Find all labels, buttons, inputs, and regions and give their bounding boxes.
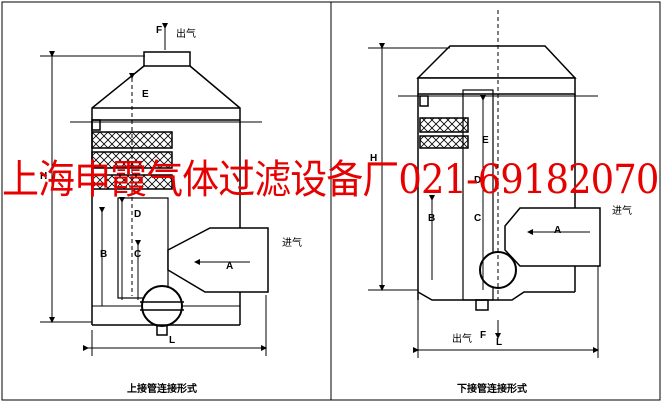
left-inlet-label: 进气	[282, 238, 302, 249]
left-letter-h: H	[40, 171, 48, 182]
left-letter-b: B	[100, 249, 108, 260]
left-caption: 上接管连接形式	[127, 384, 197, 395]
left-letter-l: L	[169, 335, 176, 346]
right-inlet-label: 进气	[612, 206, 632, 217]
right-outlet-letter: F	[480, 330, 487, 341]
right-letter-e: E	[482, 135, 489, 146]
left-outlet-letter: F	[156, 25, 163, 36]
right-letter-h: H	[370, 153, 378, 164]
left-letter-a: A	[226, 261, 234, 272]
left-dimensions	[40, 23, 267, 356]
left-letter-e: E	[142, 89, 149, 100]
right-letter-d: D	[474, 175, 482, 186]
right-letter-c: C	[474, 213, 482, 224]
right-letter-l: L	[496, 337, 503, 348]
left-letter-d: D	[134, 209, 142, 220]
right-letter-a: A	[554, 225, 562, 236]
right-letter-b: B	[428, 213, 436, 224]
left-outlet-label: 出气	[176, 29, 196, 40]
right-caption: 下接管连接形式	[457, 384, 527, 395]
company-watermark: 上海申霞气体过滤设备厂021-69182070	[2, 157, 659, 203]
left-letter-c: C	[134, 249, 142, 260]
right-dimensions	[368, 10, 599, 358]
right-tower	[398, 45, 601, 311]
right-outlet-label: 出气	[452, 334, 472, 345]
left-tower	[70, 51, 269, 336]
